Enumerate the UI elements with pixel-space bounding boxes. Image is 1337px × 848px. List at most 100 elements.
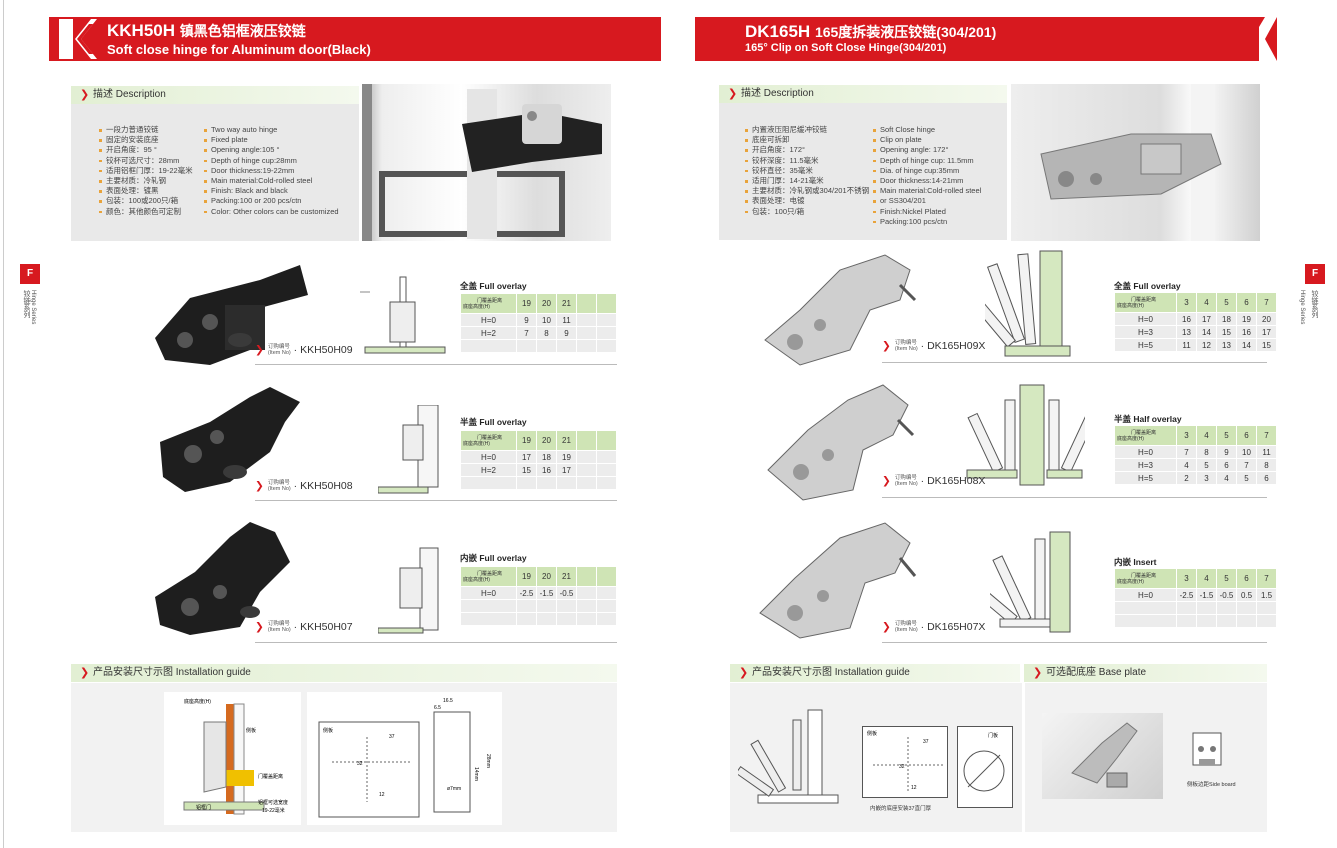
table-cell: 20 [1256, 312, 1277, 326]
right-guide-drawing-1 [738, 709, 839, 804]
right-desc-cn-item-1: 底座可拆卸 [745, 135, 869, 145]
item-no-label: 订购编号(Item No) [894, 621, 918, 634]
dim-12: 12 [379, 792, 385, 798]
item-no-label: 订购编号(Item No) [894, 475, 918, 488]
table-corner: 门覆盖距离底座高度(H) [460, 430, 517, 451]
right-guide-caption: 内嵌的底座安装37直门厚 [870, 806, 932, 812]
dim-165: 16.5 [443, 698, 453, 704]
chevron-right-icon: ❯ [80, 89, 90, 101]
table-col-header: 19 [516, 430, 537, 451]
left-desc-cn-item-5: 主要材质：冷轧钢 [99, 176, 193, 186]
right-desc-box [719, 103, 1007, 240]
table-cell: 10 [1236, 445, 1257, 459]
right-desc-en-item-6: Main material:Cold-rolled steel [873, 186, 981, 196]
table-col-header: 3 [1176, 568, 1197, 589]
table-corner: 门覆盖距离底座高度(H) [460, 293, 517, 314]
label-side-panel: 侧板 [246, 727, 256, 734]
dim-7mm: ø7mm [447, 786, 461, 792]
table-row-label [460, 476, 517, 490]
table-cell: 12 [1196, 338, 1217, 352]
table-cell: 19 [1236, 312, 1257, 326]
table-cell [536, 599, 557, 613]
table-col-header: 19 [516, 566, 537, 587]
table-cell [516, 612, 537, 626]
left-desc-cn-item-1: 固定的安装底座 [99, 135, 193, 145]
table-cell [1196, 614, 1217, 628]
table-cell [596, 339, 617, 353]
right-table-title-1: 半盖 Half overlay [1114, 414, 1182, 424]
table-cell [576, 313, 597, 327]
right-desc-cn-list: 内置液压阻尼缓冲铰链底座可拆卸开启角度：172°铰杯深度：11.5毫米铰杯直径：… [745, 125, 869, 217]
table-row-label: H=3 [1114, 325, 1177, 339]
left-desc-en-item-7: Packing:100 or 200 pcs/ctn [204, 196, 339, 206]
right-banner: DK165H 165度拆装液压铰链(304/201) 165° Clip on … [695, 17, 1277, 61]
right-item-code-0: ❯订购编号(Item No) · DK165H09X [882, 340, 985, 352]
right-guide-drawing-2: 侧板 37 32 12 [862, 726, 948, 798]
table-col-header: 6 [1236, 425, 1257, 446]
table-cell [576, 450, 597, 464]
right-desc-en-item-0: Soft Close hinge [873, 125, 981, 135]
table-row-label [460, 599, 517, 613]
table-row-label: H=5 [1114, 471, 1177, 485]
right-desc-cn-item-0: 内置液压阻尼缓冲铰链 [745, 125, 869, 135]
table-cell [536, 612, 557, 626]
right-hinge-image-2 [767, 384, 915, 501]
table-cell: 15 [1216, 325, 1237, 339]
table-corner: 门覆盖距离底座高度(H) [1114, 292, 1177, 313]
right-base-header: ❯可选配底座 Base plate [1024, 664, 1267, 682]
label-alu-width-val: 19-22毫米 [262, 807, 285, 814]
table-col-header: 4 [1196, 425, 1217, 446]
right-desc-en-item-2: Opening angle: 172° [873, 145, 981, 155]
table-col-header: 7 [1256, 568, 1277, 589]
table-col-header: 4 [1196, 568, 1217, 589]
table-cell: -1.5 [536, 586, 557, 600]
right-desc-header: ❯描述 Description [719, 85, 1007, 103]
left-item-rule-1 [255, 500, 617, 501]
chevron-right-icon: ❯ [882, 621, 891, 633]
right-drawing-1 [985, 250, 1071, 357]
left-desc-cn-item-8: 颜色：其他颜色可定制 [99, 207, 193, 217]
table-cell [576, 612, 597, 626]
label-alu-door: 铝框门 [196, 804, 211, 811]
left-desc-cn-item-7: 包装：100或200只/箱 [99, 196, 193, 206]
base-plate-caption: 侧板边距Side board [1187, 782, 1236, 788]
table-cell: -0.5 [556, 586, 577, 600]
chevron-right-icon: ❯ [255, 344, 264, 356]
table-col-header: 7 [1256, 425, 1277, 446]
table-col-header: 3 [1176, 425, 1197, 446]
table-cell: 14 [1196, 325, 1217, 339]
right-desc-cn-item-6: 主要材质：冷轧钢或304/201不锈钢 [745, 186, 869, 196]
table-row-label: H=0 [460, 450, 517, 464]
table-cell: 11 [1176, 338, 1197, 352]
table-cell [516, 599, 537, 613]
right-guide-drawing-3: 门板 [957, 726, 1013, 808]
table-cell [556, 612, 577, 626]
left-title-en: Soft close hinge for Aluminum door(Black… [107, 42, 371, 57]
banner-notch [1259, 17, 1277, 61]
table-cell [1176, 601, 1197, 615]
left-desc-cn-item-6: 表面处理：镀黑 [99, 186, 193, 196]
left-page-edge [3, 0, 4, 848]
chevron-right-icon: ❯ [882, 340, 891, 352]
table-row-label: H=0 [1114, 312, 1177, 326]
table-cell: 19 [556, 450, 577, 464]
right-hinge-image-3 [759, 522, 917, 639]
right-drawing-2 [966, 384, 1085, 486]
table-cell: -0.5 [1216, 588, 1237, 602]
table-cell: 17 [516, 450, 537, 464]
left-desc-cn-item-4: 适用铝框门厚：19-22毫米 [99, 166, 193, 176]
right-desc-en-item-9: Packing:100 pcs/ctn [873, 217, 981, 227]
right-table-title-2: 内嵌 Insert [1114, 557, 1157, 567]
table-cell [576, 339, 597, 353]
table-cell [576, 463, 597, 477]
right-side-text-en: Hinge Series [1299, 290, 1305, 325]
table-cell [1196, 601, 1217, 615]
table-cell [536, 339, 557, 353]
right-side-text-cn: 铰链系列 [1311, 290, 1318, 318]
right-hinge-image-1 [764, 254, 917, 366]
item-code: · DK165H09X [917, 340, 986, 352]
table-row-label: H=5 [1114, 338, 1177, 352]
table-cell: 18 [1216, 312, 1237, 326]
